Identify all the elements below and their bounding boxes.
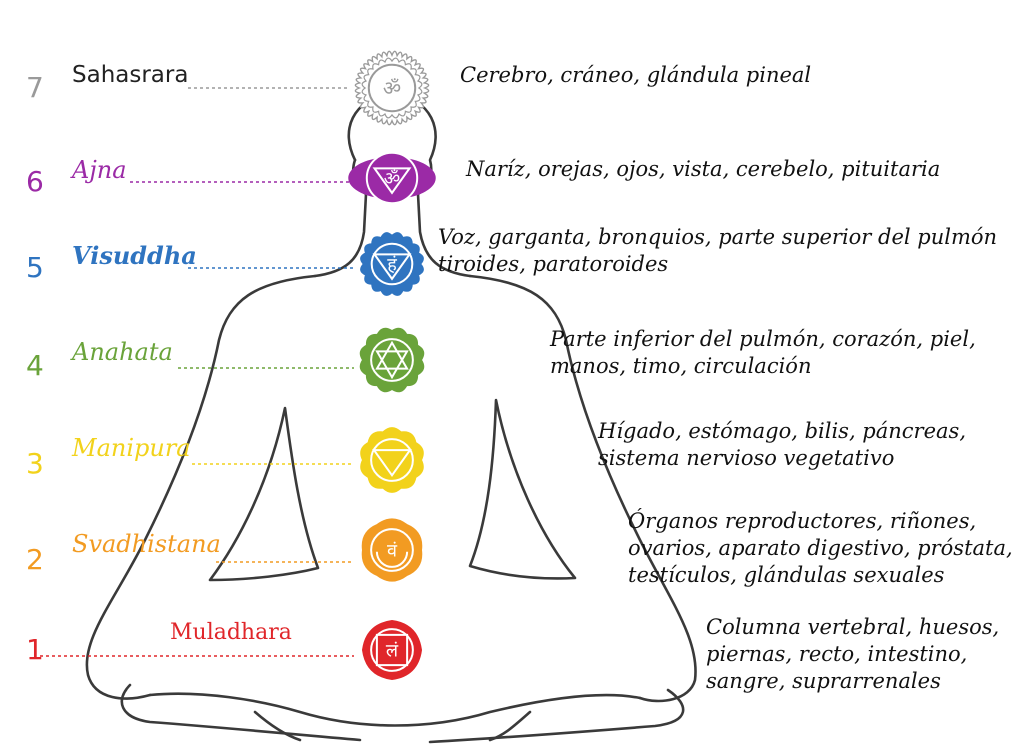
chakra-description-line: Naríz, orejas, ojos, vista, cerebelo, pi…	[466, 157, 941, 181]
chakra-description-line: tiroides, paratoroides	[438, 252, 669, 276]
chakra-description-line: ovarios, aparato digestivo, próstata,	[628, 536, 1013, 560]
chakra-description: Columna vertebral, huesos, piernas, recto…	[706, 614, 999, 695]
chakra-number: 5	[26, 251, 44, 284]
chakra-description-line: sangre, suprarrenales	[706, 669, 941, 693]
chakra-number: 1	[26, 633, 44, 666]
chakra-number: 2	[26, 543, 44, 576]
chakra-lotus-icon: लं	[361, 619, 423, 681]
chakra-description: Órganos reproductores, riñones, ovarios, …	[628, 508, 1013, 589]
chakra-description-line: Hígado, estómago, bilis, páncreas,	[598, 419, 966, 443]
chakra-name: Svadhistana	[72, 530, 221, 558]
chakra-symbol: वं	[387, 540, 398, 561]
chakra-description: Hígado, estómago, bilis, páncreas, sistem…	[598, 418, 966, 472]
chakra-lotus-icon	[359, 327, 425, 393]
chakra-description-line: testículos, glándulas sexuales	[628, 563, 945, 587]
chakra-description: Voz, garganta, bronquios, parte superior…	[438, 224, 997, 278]
chakra-symbol: लं	[386, 640, 399, 661]
chakra-name: Manipura	[72, 434, 191, 462]
chakra-symbol: ॐ	[384, 168, 400, 189]
chakra-name: Ajna	[72, 156, 127, 184]
chakra-symbol: ॐ	[383, 76, 401, 100]
chakra-description-line: Órganos reproductores, riñones,	[628, 509, 977, 533]
chakra-description-line: sistema nervioso vegetativo	[598, 446, 895, 470]
chakra-number: 6	[26, 165, 44, 198]
chakra-description-line: Columna vertebral, huesos,	[706, 615, 1000, 639]
chakra-name: Muladhara	[170, 620, 292, 645]
chakra-description: Naríz, orejas, ojos, vista, cerebelo, pi…	[466, 156, 940, 183]
chakra-description: Cerebro, cráneo, glándula pineal	[460, 62, 811, 89]
chakra-symbol: हं	[387, 254, 397, 275]
chakra-number: 3	[26, 447, 44, 480]
chakra-number: 4	[26, 349, 44, 382]
chakra-description-line: Cerebro, cráneo, glándula pineal	[460, 63, 812, 87]
chakra-lotus-icon: वं	[361, 518, 423, 582]
chakra-number: 7	[26, 71, 44, 104]
chakra-lotus-icon	[360, 427, 424, 493]
chakra-description-line: manos, timo, circulación	[550, 354, 812, 378]
chakra-description-line: Voz, garganta, bronquios, parte superior…	[438, 225, 998, 249]
chakra-description-line: Parte inferior del pulmón, corazón, piel…	[550, 327, 976, 351]
chakra-description: Parte inferior del pulmón, corazón, piel…	[550, 326, 976, 380]
chakra-lotus-icon: हं	[360, 232, 424, 296]
chakra-name: Anahata	[72, 338, 173, 366]
chakra-lotus-icon: ॐ	[354, 50, 430, 126]
chakra-description-line: piernas, recto, intestino,	[706, 642, 968, 666]
chakra-name: Sahasrara	[72, 62, 189, 88]
chakra-name: Visuddha	[72, 241, 197, 270]
chakra-lotus-icon: ॐ	[348, 151, 436, 205]
